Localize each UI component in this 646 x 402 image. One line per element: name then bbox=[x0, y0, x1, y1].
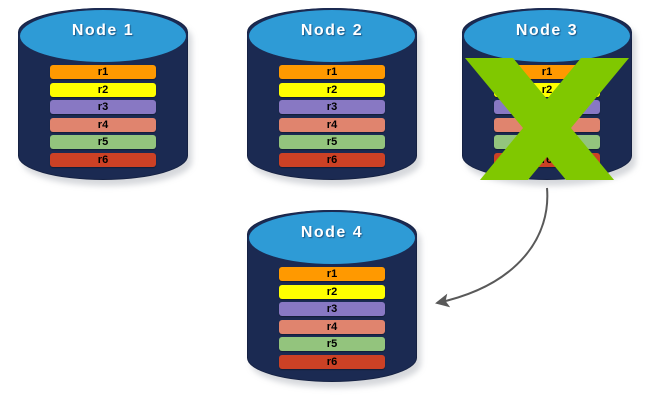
record-list: r1 r2 r3 r4 r5 r6 bbox=[247, 8, 417, 180]
record-bar-r5[interactable]: r5 bbox=[50, 135, 156, 149]
record-bar-r2[interactable]: r2 bbox=[50, 82, 156, 97]
record-bar-r5[interactable]: r5 bbox=[494, 135, 600, 149]
record-bar-r6[interactable]: r6 bbox=[50, 152, 156, 167]
record-bar-r1[interactable]: r1 bbox=[50, 65, 156, 79]
cylinder-top-ellipse bbox=[18, 8, 188, 64]
arrow-path bbox=[435, 187, 549, 308]
record-bar-r3[interactable]: r3 bbox=[279, 100, 385, 114]
record-bar-r4[interactable]: r4 bbox=[494, 117, 600, 132]
cylinder-top-ellipse bbox=[247, 210, 417, 266]
record-bar-r5[interactable]: r5 bbox=[279, 135, 385, 149]
record-bar-r6[interactable]: r6 bbox=[279, 152, 385, 167]
record-bar-r2[interactable]: r2 bbox=[494, 82, 600, 97]
record-list: r1 r2 r3 r4 r5 r6 bbox=[18, 8, 188, 180]
record-bar-r6[interactable]: r6 bbox=[279, 354, 385, 369]
record-bar-r3[interactable]: r3 bbox=[50, 100, 156, 114]
record-list: r1 r2 r3 r4 r5 r6 bbox=[247, 210, 417, 382]
record-bar-r2[interactable]: r2 bbox=[279, 82, 385, 97]
record-bar-r3[interactable]: r3 bbox=[279, 302, 385, 316]
record-bar-r4[interactable]: r4 bbox=[50, 117, 156, 132]
record-bar-r1[interactable]: r1 bbox=[279, 65, 385, 79]
record-bar-r4[interactable]: r4 bbox=[279, 117, 385, 132]
record-bar-r2[interactable]: r2 bbox=[279, 284, 385, 299]
record-bar-r6[interactable]: r6 bbox=[494, 152, 600, 167]
record-bar-r1[interactable]: r1 bbox=[494, 65, 600, 79]
cylinder-top-ellipse bbox=[247, 8, 417, 64]
record-list: r1 r2 r3 r4 r5 r6 bbox=[462, 8, 632, 180]
record-bar-r4[interactable]: r4 bbox=[279, 319, 385, 334]
record-bar-r1[interactable]: r1 bbox=[279, 267, 385, 281]
record-bar-r3[interactable]: r3 bbox=[494, 100, 600, 114]
record-bar-r5[interactable]: r5 bbox=[279, 337, 385, 351]
